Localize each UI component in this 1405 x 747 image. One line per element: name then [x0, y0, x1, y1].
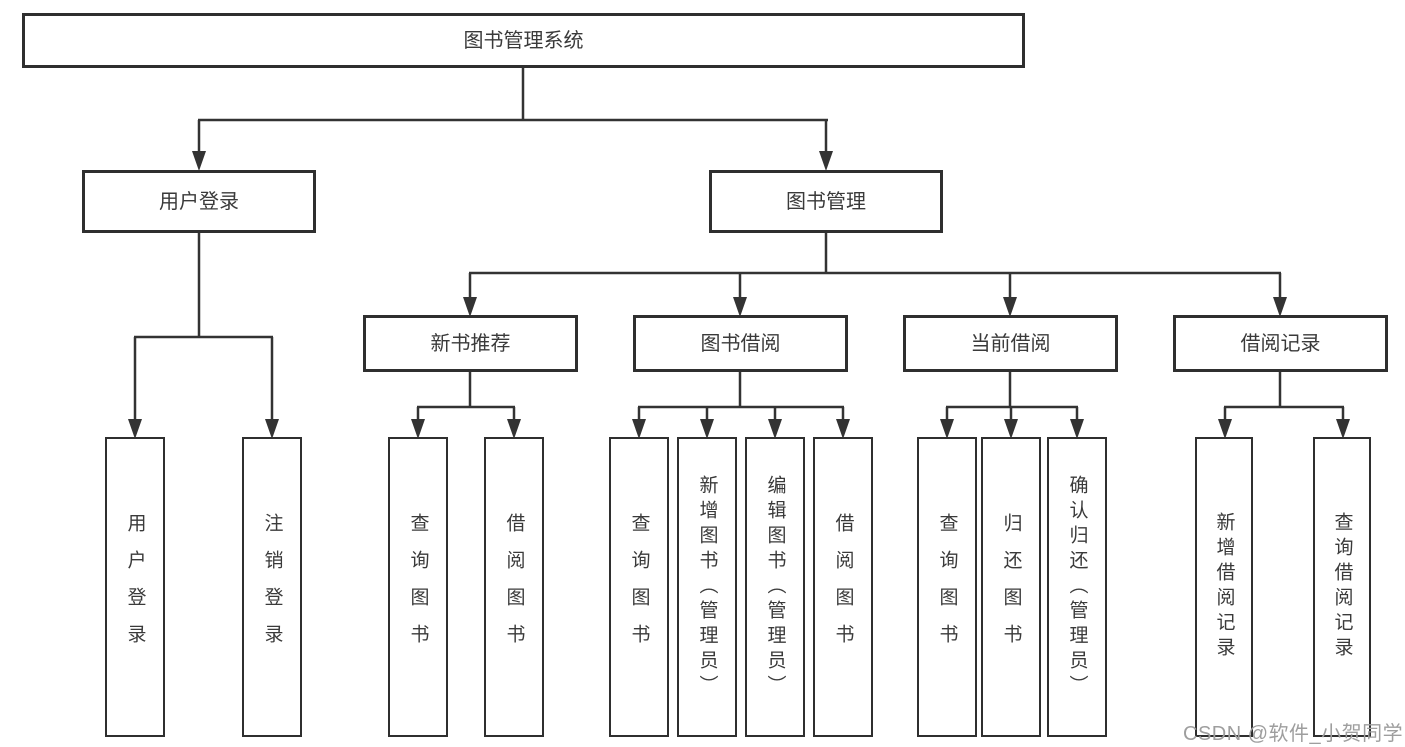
node-book-mgmt: 图书管理 — [709, 170, 943, 233]
leaf-bw-borrow-books: 借阅图书 — [813, 437, 873, 737]
node-root-label: 图书管理系统 — [463, 29, 584, 52]
leaf-cur-confirm-return-admin: 确认归还（管理员） — [1047, 437, 1107, 737]
node-user-login-label: 用户登录 — [159, 190, 239, 213]
connector-book-mgmt-to-level3 — [463, 233, 1287, 317]
leaf-cur-query-books-label: 查询图书 — [936, 513, 958, 661]
connector-root-to-level2 — [192, 68, 833, 171]
arrowhead-icon — [1070, 419, 1084, 439]
leaf-bw-query-books: 查询图书 — [609, 437, 669, 737]
arrowhead-icon — [819, 151, 833, 171]
node-borrowing-label: 图书借阅 — [700, 332, 781, 355]
connector-user-login-to-leaves — [128, 233, 279, 439]
arrowhead-icon — [411, 419, 425, 439]
arrowhead-icon — [1004, 419, 1018, 439]
node-new-books-label: 新书推荐 — [430, 332, 511, 355]
arrowhead-icon — [733, 297, 747, 317]
leaf-bw-query-books-label: 查询图书 — [628, 513, 650, 661]
arrowhead-icon — [1003, 297, 1017, 317]
leaf-rec-add-record-label: 新增借阅记录 — [1213, 512, 1235, 662]
leaf-bw-add-books-admin: 新增图书（管理员） — [677, 437, 737, 737]
leaf-logout: 注销登录 — [242, 437, 302, 737]
arrowhead-icon — [1218, 419, 1232, 439]
node-current-borrowing-label: 当前借阅 — [970, 332, 1051, 355]
connector-new-books-to-leaves — [411, 372, 521, 439]
connector-borrowing-to-leaves — [632, 372, 850, 439]
leaf-bw-borrow-books-label: 借阅图书 — [832, 513, 854, 661]
leaf-rec-add-record: 新增借阅记录 — [1195, 437, 1253, 737]
arrowhead-icon — [836, 419, 850, 439]
leaf-cur-confirm-return-admin-label: 确认归还（管理员） — [1066, 474, 1088, 700]
connector-current-to-leaves — [940, 372, 1084, 439]
leaf-rec-query-record: 查询借阅记录 — [1313, 437, 1371, 737]
arrowhead-icon — [265, 419, 279, 439]
leaf-bw-edit-books-admin: 编辑图书（管理员） — [745, 437, 805, 737]
leaf-user-login: 用户登录 — [105, 437, 165, 737]
node-root: 图书管理系统 — [22, 13, 1025, 68]
leaf-nb-borrow-books-label: 借阅图书 — [503, 513, 525, 661]
arrowhead-icon — [1336, 419, 1350, 439]
arrowhead-icon — [632, 419, 646, 439]
leaf-nb-borrow-books: 借阅图书 — [484, 437, 544, 737]
arrowhead-icon — [192, 151, 206, 171]
node-book-mgmt-label: 图书管理 — [786, 190, 866, 213]
leaf-cur-return-books-label: 归还图书 — [1000, 513, 1022, 661]
leaf-logout-label: 注销登录 — [261, 513, 283, 661]
leaf-nb-query-books: 查询图书 — [388, 437, 448, 737]
arrowhead-icon — [128, 419, 142, 439]
leaf-nb-query-books-label: 查询图书 — [407, 513, 429, 661]
arrowhead-icon — [940, 419, 954, 439]
arrowhead-icon — [463, 297, 477, 317]
arrowhead-icon — [700, 419, 714, 439]
arrowhead-icon — [1273, 297, 1287, 317]
node-borrow-records-label: 借阅记录 — [1240, 332, 1321, 355]
arrowhead-icon — [768, 419, 782, 439]
leaf-bw-add-books-admin-label: 新增图书（管理员） — [696, 474, 718, 700]
node-user-login: 用户登录 — [82, 170, 316, 233]
node-borrowing: 图书借阅 — [633, 315, 848, 372]
arrowhead-icon — [507, 419, 521, 439]
node-current-borrowing: 当前借阅 — [903, 315, 1118, 372]
leaf-rec-query-record-label: 查询借阅记录 — [1331, 512, 1353, 662]
leaf-cur-return-books: 归还图书 — [981, 437, 1041, 737]
connector-records-to-leaves — [1218, 372, 1350, 439]
leaf-user-login-label: 用户登录 — [124, 513, 146, 661]
leaf-cur-query-books: 查询图书 — [917, 437, 977, 737]
node-borrow-records: 借阅记录 — [1173, 315, 1388, 372]
csdn-watermark: CSDN @软件_小贺同学 — [1183, 723, 1404, 745]
leaf-bw-edit-books-admin-label: 编辑图书（管理员） — [764, 474, 786, 700]
node-new-books: 新书推荐 — [363, 315, 578, 372]
